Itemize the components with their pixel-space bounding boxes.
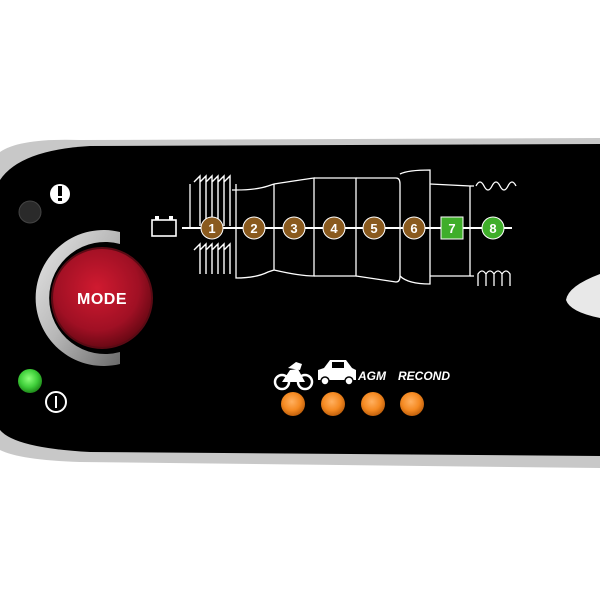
charge-step-8-indicator [481,216,505,240]
car-icon [318,360,356,386]
panel-clip [566,274,600,318]
mode-button[interactable] [51,247,153,349]
agm-mode-led [361,392,385,416]
pulse-wave-bottom [193,242,231,274]
pulse-wave-top [193,174,231,226]
motorcycle-mode-led [281,392,305,416]
error-led [18,200,42,224]
charge-step-7-indicator [440,216,464,240]
charge-step-5-indicator [362,216,386,240]
charge-step-5-label: 5 [370,221,377,236]
charge-step-3-label: 3 [290,221,297,236]
charge-step-8-label: 8 [489,221,496,236]
charge-step-7-label: 7 [448,221,455,236]
battery-icon [151,216,177,237]
exclamation-circle-icon [50,184,70,204]
float-wave-bottom [477,270,511,286]
power-led [18,369,42,393]
charge-steps: 1 2 3 4 5 6 7 8 [200,216,505,240]
charge-step-6-label: 6 [410,221,417,236]
car-mode-led [321,392,345,416]
power-icon [45,391,67,413]
recond-mode-led [400,392,424,416]
mode-ring [35,230,120,366]
charge-step-4-indicator [322,216,346,240]
charge-step-1-indicator [200,216,224,240]
charge-step-2-indicator [242,216,266,240]
agm-label: AGM [357,369,387,383]
charge-step-1-label: 1 [208,221,215,236]
recond-label: RECOND [398,369,450,383]
charge-step-2-label: 2 [250,221,257,236]
float-wave-top [475,181,517,191]
charge-step-3-indicator [282,216,306,240]
mode-button-label: MODE [77,291,127,308]
charge-step-6-indicator [402,216,426,240]
mode-leds [281,392,424,416]
charge-step-4-label: 4 [330,221,338,236]
motorcycle-icon [273,362,314,391]
